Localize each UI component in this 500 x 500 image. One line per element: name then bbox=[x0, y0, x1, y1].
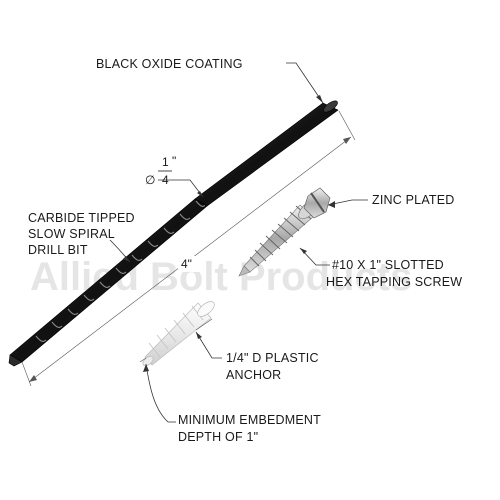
anchor-arrow bbox=[196, 332, 202, 339]
diameter-dimension: ∅ 1 4 " bbox=[145, 154, 204, 198]
screw-slot bbox=[310, 192, 325, 213]
label-embed-line2: DEPTH OF 1" bbox=[178, 430, 258, 444]
drill-bit bbox=[8, 100, 339, 367]
diameter-unit: " bbox=[172, 154, 176, 168]
drill-shank-boundary bbox=[194, 198, 208, 207]
length-label-bg bbox=[178, 256, 204, 272]
zinc-arrow bbox=[328, 201, 335, 208]
diameter-denominator: 4 bbox=[162, 173, 169, 187]
length-label: 4" bbox=[181, 257, 192, 271]
label-screw-line2: HEX TAPPING SCREW bbox=[326, 275, 462, 289]
diameter-symbol: ∅ bbox=[145, 173, 155, 187]
label-screw-line1: #10 X 1" SLOTTED bbox=[332, 258, 444, 272]
embed-ext-top bbox=[195, 318, 213, 331]
screw-arrow bbox=[300, 248, 307, 254]
length-arrow-top bbox=[343, 137, 351, 144]
drill-carbide-tip bbox=[8, 354, 23, 367]
anchor-collar bbox=[197, 301, 215, 317]
label-zinc-plated: ZINC PLATED bbox=[372, 193, 455, 207]
diameter-numerator: 1 bbox=[162, 155, 169, 169]
length-arrow-bottom bbox=[29, 375, 37, 382]
label-drill-line2: SLOW SPIRAL bbox=[28, 227, 115, 241]
label-anchor-line1: 1/4" D PLASTIC bbox=[226, 351, 319, 365]
drill-shank-end bbox=[323, 100, 338, 113]
screw-threads bbox=[249, 205, 312, 267]
coating-leader bbox=[286, 62, 324, 104]
anchor-leader bbox=[195, 331, 222, 359]
label-drill-line3: DRILL BIT bbox=[28, 243, 88, 257]
embedment-dimension bbox=[139, 318, 213, 423]
drill-spiral-lines bbox=[35, 200, 206, 342]
screw-point bbox=[238, 265, 251, 277]
embed-arrow bbox=[143, 364, 149, 372]
screw-leader bbox=[299, 247, 330, 266]
coating-arrow bbox=[316, 95, 323, 103]
tapping-screw bbox=[238, 187, 331, 277]
label-black-oxide-coating: BLACK OXIDE COATING bbox=[96, 57, 243, 71]
label-drill-line1: CARBIDE TIPPED bbox=[28, 211, 135, 225]
drill-arrow bbox=[123, 256, 130, 262]
label-embed-line1: MINIMUM EMBEDMENT bbox=[178, 413, 321, 427]
diameter-arrow bbox=[197, 191, 203, 197]
zinc-leader bbox=[327, 199, 368, 206]
embed-leader bbox=[145, 363, 176, 423]
embed-ext-bottom bbox=[139, 357, 147, 363]
diameter-leader bbox=[158, 179, 204, 198]
plastic-anchor bbox=[142, 301, 215, 367]
length-dimension: 4" bbox=[21, 110, 356, 387]
label-anchor-line2: ANCHOR bbox=[226, 368, 281, 382]
length-ext-line-top bbox=[338, 110, 356, 141]
length-ext-line-bottom bbox=[21, 361, 32, 387]
